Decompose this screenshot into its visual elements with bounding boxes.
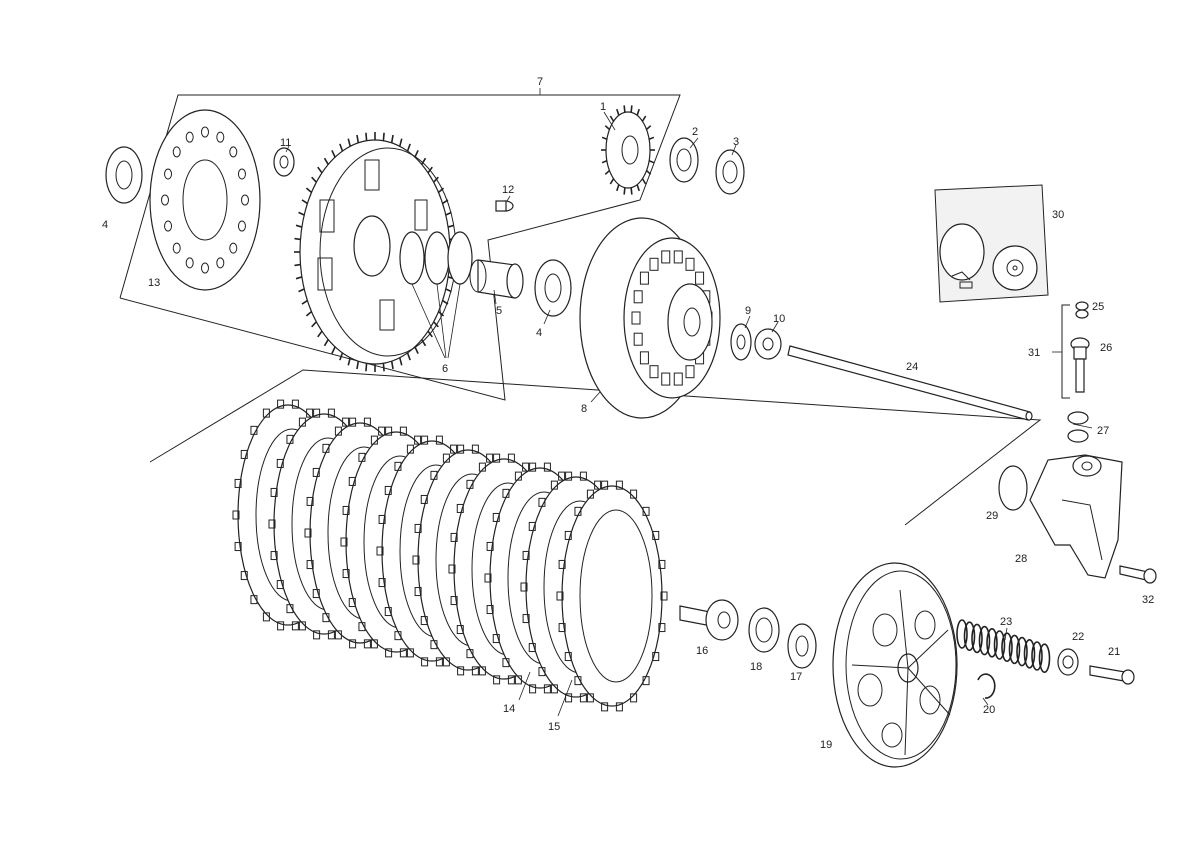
washer-2 (669, 137, 699, 183)
pressure-plate-19 (832, 562, 958, 768)
washer-17 (787, 623, 817, 669)
o-rings-27 (1067, 411, 1089, 443)
callout-7: 7 (537, 76, 543, 88)
bearing-18 (748, 607, 780, 653)
callout-2: 2 (692, 126, 698, 138)
callout-28: 28 (1015, 553, 1027, 565)
spline-washer-9 (730, 323, 752, 361)
callout-10: 10 (773, 313, 785, 325)
spring-cup-22 (1057, 648, 1079, 676)
circlip-20 (977, 673, 996, 699)
perforated-plate-13 (149, 109, 261, 291)
callout-21: 21 (1108, 646, 1120, 658)
callout-12: 12 (502, 184, 514, 196)
callout-31: 31 (1028, 347, 1040, 359)
slave-cylinder-28 (1029, 454, 1123, 579)
callout-13: 13 (148, 277, 160, 289)
bolt-32 (1119, 565, 1157, 584)
callout-23: 23 (1000, 616, 1012, 628)
callout-19: 19 (820, 739, 832, 751)
callout-9: 9 (745, 305, 751, 317)
washer-4-middle (534, 259, 572, 317)
callout-30: 30 (1052, 209, 1064, 221)
needle-bearings-6 (399, 231, 473, 359)
sleeve-5 (469, 259, 524, 299)
callout-3: 3 (733, 136, 739, 148)
callout-27: 27 (1097, 425, 1109, 437)
screw-assembly-31 (1052, 301, 1090, 399)
bolt-21 (1089, 665, 1135, 685)
seal-kit-30 (934, 184, 1049, 303)
push-rod-24 (787, 345, 1033, 421)
washer-3 (715, 149, 745, 195)
callout-14: 14 (503, 703, 515, 715)
clutch-hub-8 (579, 217, 721, 419)
clutch-plates-stack (232, 399, 668, 712)
leader-lines (285, 111, 1093, 717)
callout-16: 16 (696, 645, 708, 657)
callout-8: 8 (581, 403, 587, 415)
callout-11: 11 (280, 137, 291, 149)
callout-26: 26 (1100, 342, 1112, 354)
callout-1: 1 (600, 101, 606, 113)
pin-12 (495, 200, 514, 212)
callout-18: 18 (750, 661, 762, 673)
nut-10 (754, 328, 782, 360)
callout-4-middle: 4 (536, 327, 542, 339)
washer-4-left (105, 146, 143, 204)
clutch-housing (294, 132, 457, 372)
callout-6: 6 (442, 363, 448, 375)
callout-15: 15 (548, 721, 560, 733)
bushing-11 (273, 147, 295, 177)
callout-25: 25 (1092, 301, 1104, 313)
callout-20: 20 (983, 704, 995, 716)
callout-32: 32 (1142, 594, 1154, 606)
seal-ring-29 (998, 465, 1028, 511)
gear-1 (601, 105, 655, 195)
pusher-16 (679, 599, 739, 641)
callout-labels: 7 1 2 3 4 11 12 13 5 4 6 8 9 10 24 30 25… (102, 76, 1154, 751)
callout-5: 5 (496, 305, 502, 317)
callout-22: 22 (1072, 631, 1084, 643)
callout-24: 24 (906, 361, 918, 373)
callout-17: 17 (790, 671, 802, 683)
spring-23 (956, 619, 1051, 674)
callout-29: 29 (986, 510, 998, 522)
callout-4-left: 4 (102, 219, 108, 231)
